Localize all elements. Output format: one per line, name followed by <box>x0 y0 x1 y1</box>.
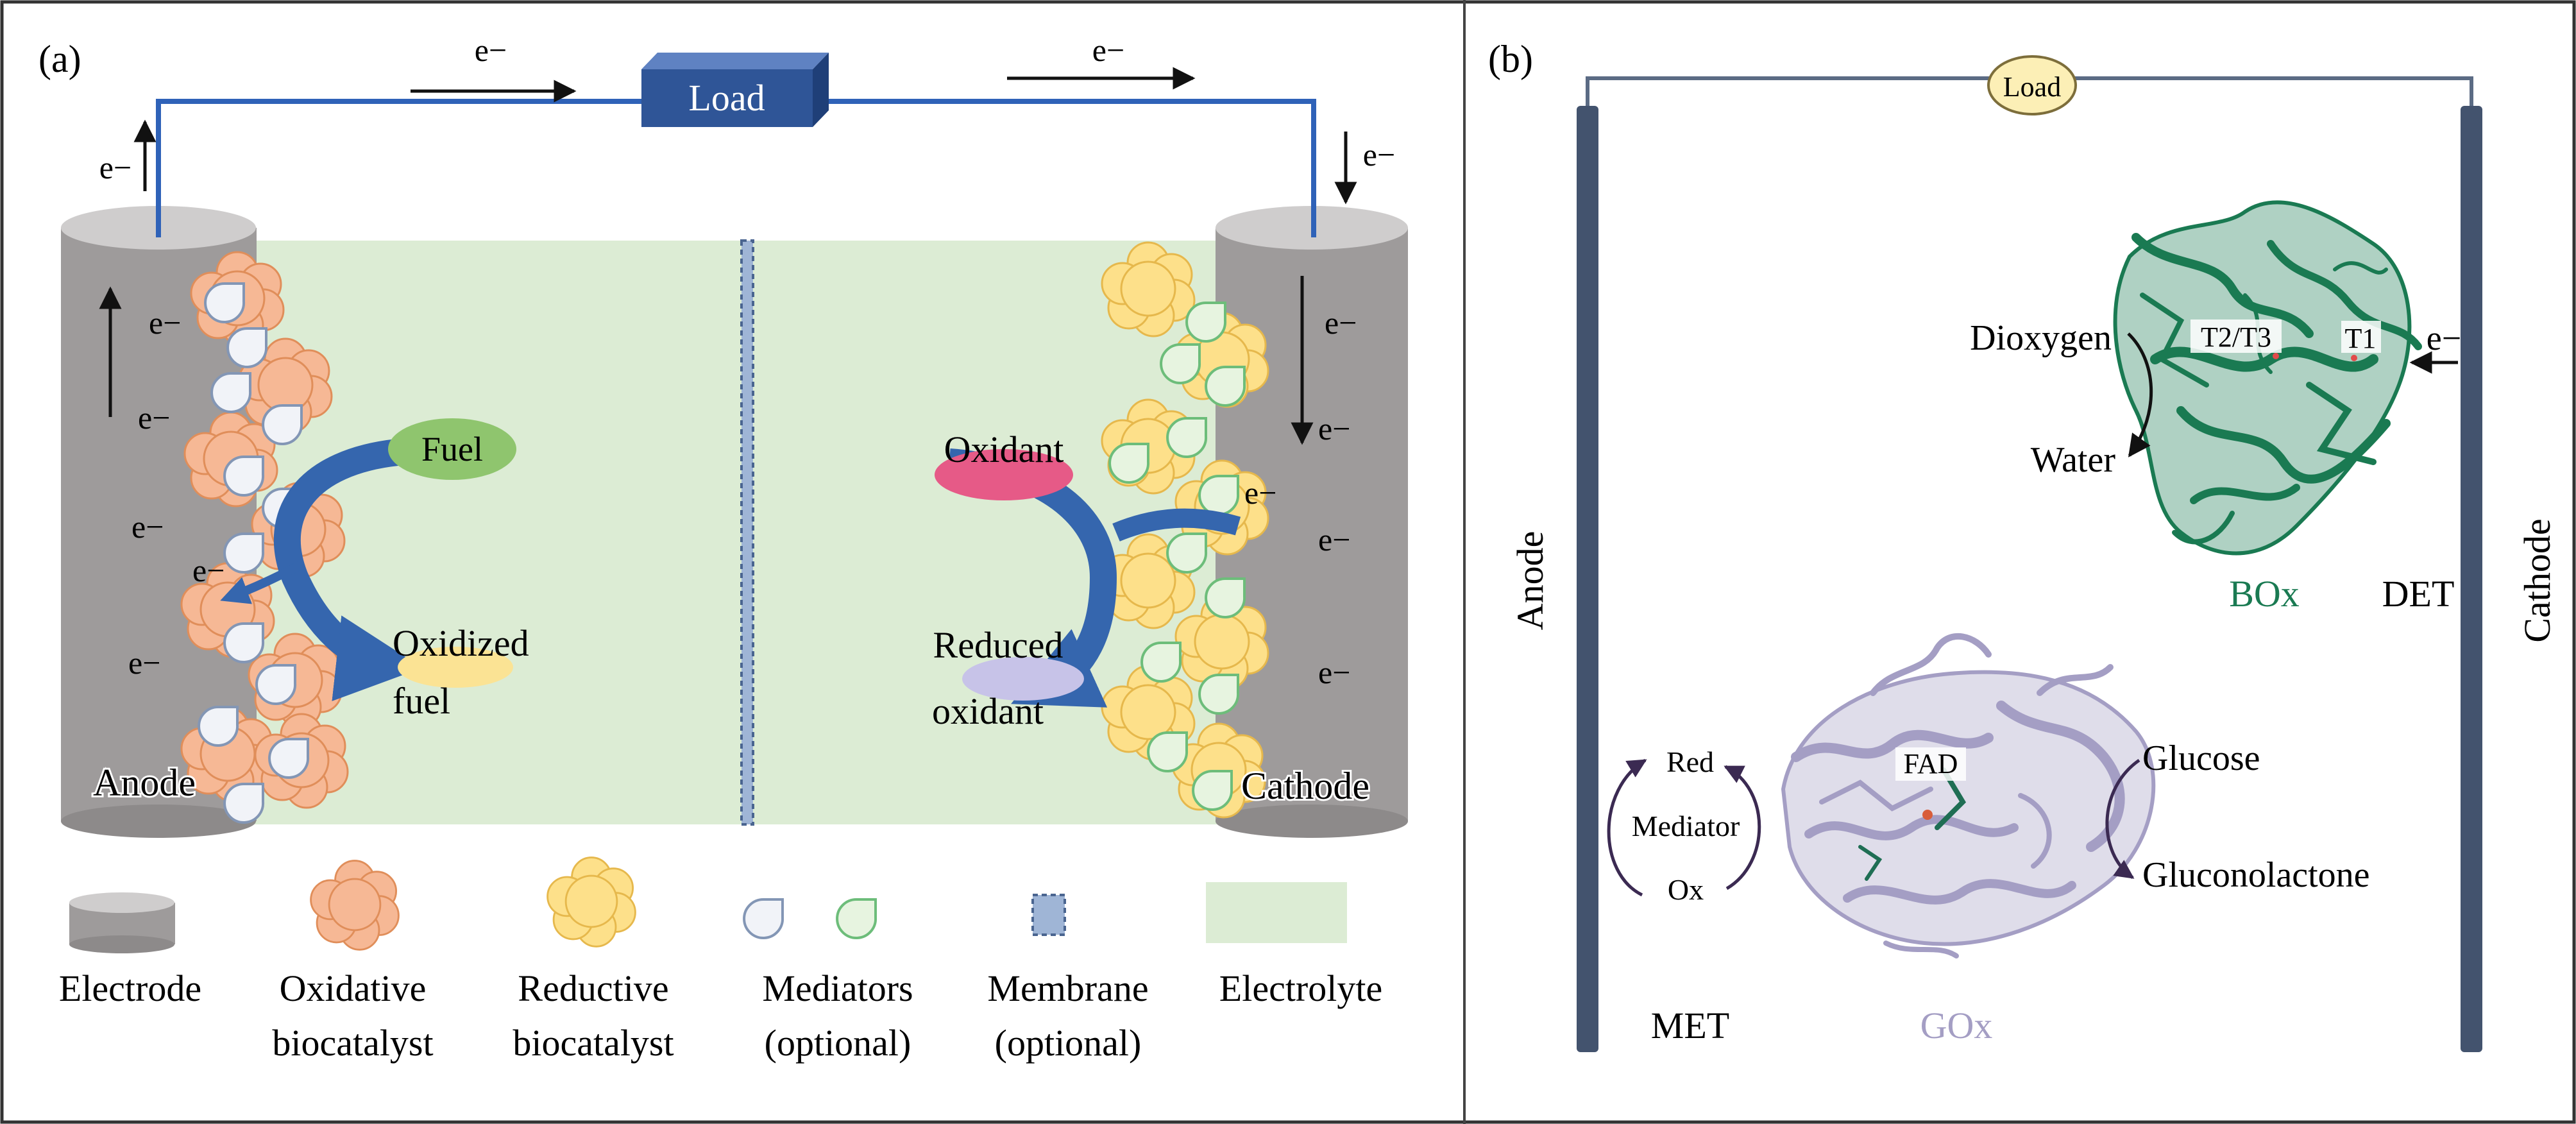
legend-a: Electrode Oxidative biocatalyst Reductiv… <box>59 856 1382 1064</box>
anode-e-3: e− <box>131 509 164 545</box>
legend-mediators-label-2: (optional) <box>765 1022 911 1064</box>
panel-b: (b) Load Anode Cathode T2/T3 T1 <box>1488 38 2558 1052</box>
e-label-cathode-down: e− <box>1363 137 1395 173</box>
oxidized-fuel-label-2: fuel <box>393 680 450 722</box>
cathode-label-b: Cathode <box>2516 518 2558 642</box>
membrane <box>740 239 754 826</box>
legend-membrane-label-1: Membrane <box>987 967 1148 1009</box>
anode-label-a: Anode <box>93 762 196 804</box>
cathode-e-1: e− <box>1325 305 1357 341</box>
panel-a-label: (a) <box>38 38 81 80</box>
cathode-electron-labels: e− e− e− e− e− <box>1244 305 1357 690</box>
anode-e-4: e− <box>192 552 225 588</box>
legend-electrolyte-label: Electrolyte <box>1219 967 1382 1009</box>
cathode-label-a: Cathode <box>1241 765 1369 807</box>
panel-a: (a) Load e− e− <box>38 32 1408 1064</box>
dioxygen-label: Dioxygen <box>1970 318 2112 358</box>
e-label-top-2: e− <box>1092 32 1124 68</box>
cathode-e-3: e− <box>1244 475 1276 511</box>
e-label-b: e− <box>2427 319 2461 357</box>
load-label-b: Load <box>2003 71 2061 103</box>
load-ellipse-b <box>1987 55 2077 115</box>
ox-label: Ox <box>1668 873 1704 906</box>
wire-right <box>821 99 1316 237</box>
anode-electrode-b <box>1577 106 1598 1052</box>
anode-electron-labels: e− e− e− e− e− <box>128 305 225 681</box>
legend-oxidative-icon <box>310 860 400 951</box>
legend-mediators-label-1: Mediators <box>762 967 913 1009</box>
anode-e-5: e− <box>128 645 160 681</box>
legend-electrolyte-icon <box>1206 882 1347 943</box>
gluconolactone-label: Gluconolactone <box>2142 855 2370 895</box>
cathode-reaction: Oxidant Reduced oxidant <box>932 429 1241 732</box>
anode-label-b: Anode <box>1509 531 1551 631</box>
reduced-oxidant-label-2: oxidant <box>932 690 1044 732</box>
mediator-arrow-left <box>1607 758 1647 897</box>
cathode-e-5: e− <box>1318 654 1350 690</box>
oxidized-fuel-ellipse <box>398 647 513 688</box>
t2t3-label: T2/T3 <box>2201 321 2271 353</box>
reduced-oxidant-label-1: Reduced <box>933 624 1063 666</box>
electron-flow-top: e− e− e− e− <box>99 32 1395 205</box>
oxidized-fuel-label-1: Oxidized <box>393 622 529 664</box>
legend-reductive-icon <box>547 856 636 948</box>
anode-e-1: e− <box>149 305 181 341</box>
det-label: DET <box>2382 573 2455 615</box>
e-label-anode-up: e− <box>99 149 131 185</box>
glucose-label: Glucose <box>2142 738 2260 778</box>
load-label-a: Load <box>688 77 765 119</box>
mediator-label: Mediator <box>1632 810 1740 842</box>
legend-electrode-icon <box>69 892 175 953</box>
oxidant-label: Oxidant <box>944 429 1064 470</box>
t1-label: T1 <box>2345 323 2377 354</box>
legend-membrane-icon <box>1031 894 1066 936</box>
load-box: Load <box>641 53 829 127</box>
legend-mediator-icons <box>743 898 877 939</box>
legend-reductive-label-1: Reductive <box>518 967 668 1009</box>
legend-oxidative-label-1: Oxidative <box>280 967 427 1009</box>
reduced-oxidant-ellipse <box>962 657 1084 701</box>
mediator-arrow-right <box>1724 765 1761 890</box>
box-name: BOx <box>2229 573 2300 615</box>
wire-left <box>156 99 648 237</box>
fad-label: FAD <box>1904 748 1958 779</box>
cathode-electrode-b <box>2461 106 2482 1052</box>
oxidant-ellipse <box>935 449 1073 500</box>
gox-labels: FAD Red Mediator Ox Glucose Gluconolacto… <box>1607 738 2370 1046</box>
e-label-top-1: e− <box>475 32 507 68</box>
red-label: Red <box>1666 745 1714 778</box>
glucose-arrow <box>2105 758 2140 880</box>
box-labels: T2/T3 T1 Dioxygen Water e− BOx DET <box>1970 318 2461 615</box>
anode-e-2: e− <box>138 400 170 436</box>
cathode-e-4: e− <box>1318 522 1350 558</box>
panel-b-label: (b) <box>1488 38 1533 80</box>
water-label: Water <box>2031 440 2116 480</box>
cathode-e-2: e− <box>1318 411 1350 447</box>
gox-protein <box>1781 633 2156 958</box>
dioxygen-water-arrow <box>2127 332 2153 457</box>
gox-name: GOx <box>1920 1005 1993 1046</box>
met-label: MET <box>1651 1005 1729 1046</box>
legend-oxidative-label-2: biocatalyst <box>272 1022 433 1064</box>
legend-reductive-label-2: biocatalyst <box>513 1022 674 1064</box>
legend-electrode-label: Electrode <box>59 967 201 1009</box>
fuel-label: Fuel <box>421 430 483 468</box>
box-protein <box>2113 200 2422 556</box>
fuel-ellipse <box>388 418 516 480</box>
legend-membrane-label-2: (optional) <box>995 1022 1142 1064</box>
anode-reaction: Fuel Oxidized fuel <box>220 418 529 722</box>
